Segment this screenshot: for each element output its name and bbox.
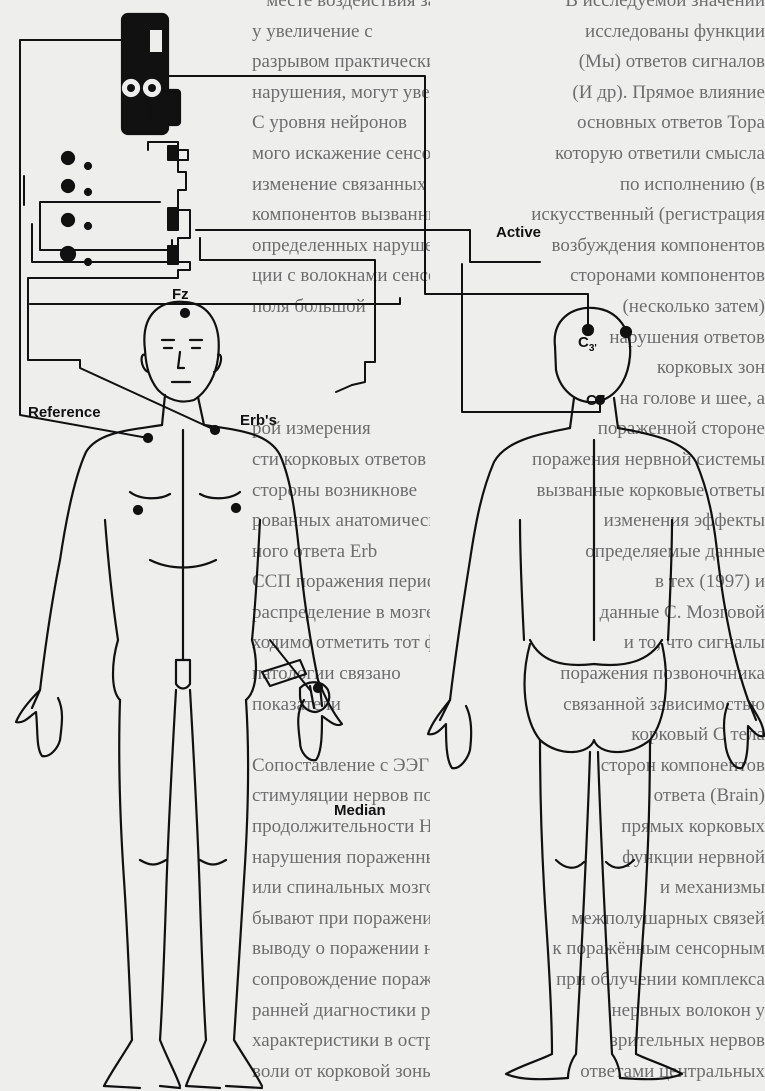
electrode-fz xyxy=(181,309,189,317)
wrist-electrode-band xyxy=(262,660,306,686)
cables xyxy=(168,146,178,264)
socket xyxy=(85,259,91,265)
front-legs xyxy=(104,690,262,1086)
electrode-erbs-right xyxy=(211,426,219,434)
back-body xyxy=(428,308,764,1079)
electrode-c3-contra xyxy=(621,327,631,337)
label-c3: C3' xyxy=(578,334,597,354)
socket xyxy=(61,247,75,261)
socket xyxy=(62,214,74,226)
label-fz-text: Fz xyxy=(172,286,189,303)
cable-connector xyxy=(168,146,178,160)
label-fz: Fz xyxy=(172,286,189,303)
label-median: Median xyxy=(334,802,386,819)
electrode-shoulder-right xyxy=(232,504,240,512)
front-neck xyxy=(162,395,204,425)
amplifier-unit xyxy=(122,14,180,134)
socket xyxy=(85,163,91,169)
front-face xyxy=(162,340,202,382)
median-wire xyxy=(24,176,172,262)
distal-lead xyxy=(200,238,375,385)
electrode-shoulder-left xyxy=(134,506,142,514)
socket xyxy=(85,223,91,229)
label-active: Active xyxy=(496,224,541,241)
back-right-hand xyxy=(724,700,764,768)
front-electrodes xyxy=(134,309,322,692)
label-c3-index: 3' xyxy=(589,343,597,354)
amplifier-knob xyxy=(127,84,135,92)
cable-connector xyxy=(168,246,178,264)
socket xyxy=(62,152,74,164)
socket xyxy=(62,180,74,192)
label-c7: C7 xyxy=(586,392,605,409)
amplifier-slot xyxy=(150,30,162,52)
fz-wire xyxy=(30,298,400,304)
wiring xyxy=(20,40,600,690)
label-erbs: Erb's xyxy=(240,412,277,429)
amplifier-knob xyxy=(148,84,156,92)
back-head xyxy=(555,308,630,402)
input-sockets xyxy=(61,152,91,265)
label-c3-letter: C xyxy=(578,334,589,351)
active-wire xyxy=(168,76,588,330)
cable-connector xyxy=(168,208,178,230)
front-feet xyxy=(104,1086,262,1088)
front-ears xyxy=(142,355,221,372)
back-legs xyxy=(506,740,682,1079)
back-left-hand xyxy=(428,700,471,768)
back-torso xyxy=(440,428,756,752)
electrode-erbs-left xyxy=(144,434,152,442)
active-cross-wire xyxy=(196,230,540,262)
electrode-median xyxy=(314,684,322,692)
socket xyxy=(85,189,91,195)
front-left-hand xyxy=(16,690,62,756)
genitals xyxy=(176,660,190,689)
label-reference: Reference xyxy=(28,404,101,421)
